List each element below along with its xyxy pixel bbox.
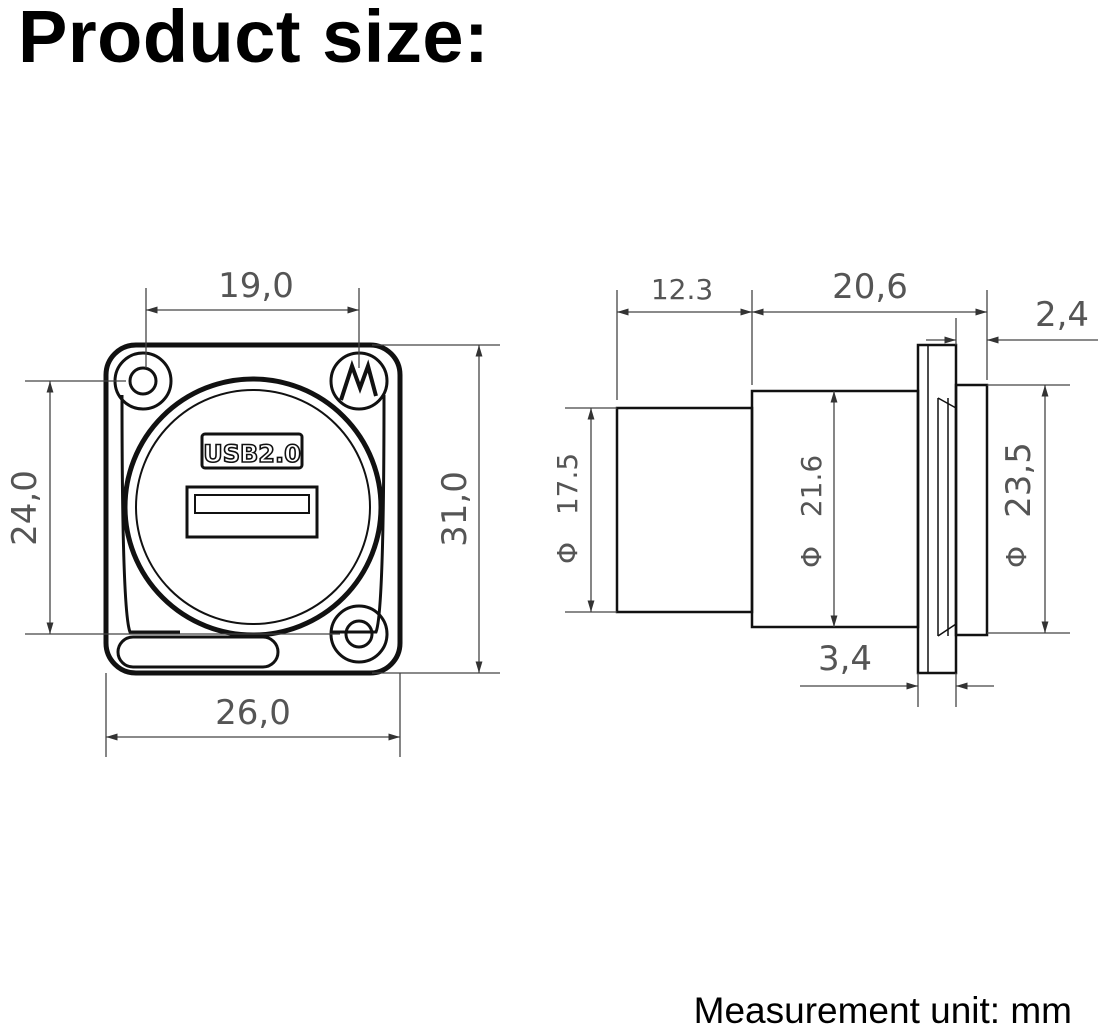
dim-dia-flange: 23,5	[999, 442, 1039, 518]
dim-dia-front: 17.5	[551, 453, 584, 515]
side-main-body	[750, 389, 920, 629]
dim-flange-thickness: 2,4	[1035, 295, 1089, 335]
front-housing-lines	[120, 394, 386, 634]
dim-length-body: 20,6	[832, 267, 908, 307]
latch-slot	[116, 635, 280, 669]
front-view: USB2.0 19,0 24,0 31,0 26,0	[5, 266, 500, 757]
connector-face	[122, 376, 384, 638]
dim-width-holes: 19,0	[218, 266, 294, 306]
side-view: 12.3 20,6 2,4 17.5 Φ 21.6 Φ 23,5 Φ 3,4	[551, 267, 1098, 707]
dia-symbol-flange: Φ	[1000, 546, 1033, 568]
usb-badge	[200, 432, 304, 470]
dim-height-total: 31,0	[435, 471, 475, 547]
dia-symbol-body: Φ	[795, 546, 828, 568]
dim-dia-body: 21.6	[795, 455, 828, 517]
dim-panel-thickness: 3,4	[818, 639, 872, 679]
side-rear-boss	[954, 383, 989, 637]
dia-symbol-front: Φ	[551, 542, 584, 564]
front-flange-outline	[103, 342, 403, 676]
usb-port	[185, 485, 319, 539]
side-front-plug	[615, 406, 754, 614]
page-title: Product size:	[18, 0, 490, 78]
usb-badge-label: USB2.0	[203, 440, 301, 468]
side-flange	[916, 343, 958, 675]
dim-height-holes: 24,0	[5, 470, 45, 546]
dim-width-total: 26,0	[215, 693, 291, 733]
dim-length-front: 12.3	[651, 273, 713, 306]
measurement-unit-note: Measurement unit: mm	[693, 990, 1072, 1031]
